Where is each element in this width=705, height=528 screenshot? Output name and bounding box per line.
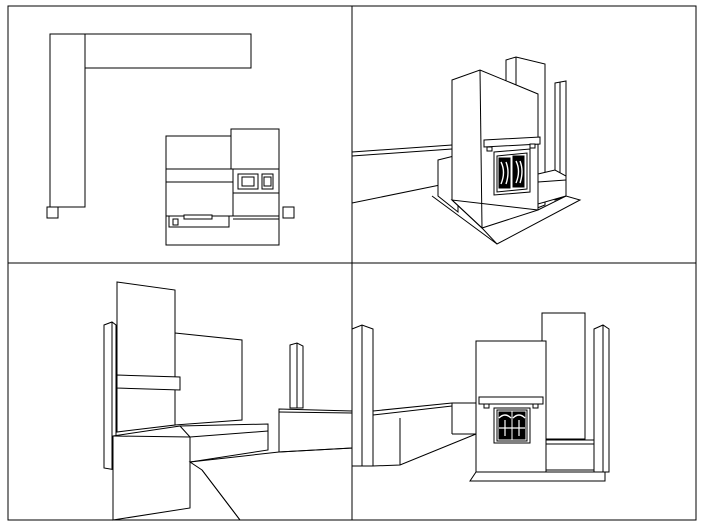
mantel-bracket-right [529,143,536,149]
firebox-door-detail [512,414,526,419]
mantel-shelf [116,374,181,391]
firebox-front [493,407,531,444]
plan-wall-vertical [49,33,86,208]
plan-wall-horizontal [84,33,252,69]
plan-column-left [46,206,59,219]
firebox-door-detail [500,161,505,185]
firebox-door-left [498,157,511,189]
right-bench-edge [278,411,353,414]
plan-chimney [230,128,280,170]
bench [537,169,567,205]
bench-edge [537,179,567,183]
left-pillar [103,321,117,471]
left-bench-edge [372,405,453,416]
hearth-slab [469,471,606,482]
viewport-elevation-front[interactable] [351,312,610,482]
firebox-door-detail [498,414,512,419]
right-bench [278,408,353,453]
hearth-edge [179,425,191,438]
plan-hearth-detail [172,218,179,226]
mantel [478,396,544,405]
firebox-door-detail [515,160,520,184]
hearth-block [112,423,269,521]
wall-top-edge [351,144,453,153]
firebox-right [493,148,531,196]
right-bench [544,439,595,471]
floor-diagonal [201,469,241,521]
floor-diagonal [431,195,498,245]
firebox-door-detail [505,161,509,185]
viewport-plan[interactable] [46,33,295,246]
viewport-perspective-left[interactable] [103,281,353,521]
viewport-perspective-right[interactable] [351,56,582,245]
floor-slab [450,195,582,245]
plan-firebox-inner [241,176,255,187]
plan-column-right [282,206,295,219]
plan-upper-block [165,135,232,170]
firebox-door-detail [519,160,523,184]
floor-edge [351,184,441,204]
chimney-front [116,281,176,433]
back-chimney [541,312,586,440]
floor-area [188,447,353,521]
mantel [483,136,541,148]
fireplace-corner-edge [479,69,483,229]
plan-vent-inner [263,176,272,187]
right-pillar [593,324,610,473]
mantel-bracket-left [483,403,490,409]
wall-top-edge-inner [351,148,453,157]
plan-fireplace [165,128,280,246]
back-wall-panel [174,332,243,426]
mantel-bracket-left [486,146,493,152]
hearth-edge [112,435,191,438]
hearth-edge [189,430,269,438]
plan-hearth-mantel [183,214,213,220]
mantel-bracket-right [532,403,539,409]
